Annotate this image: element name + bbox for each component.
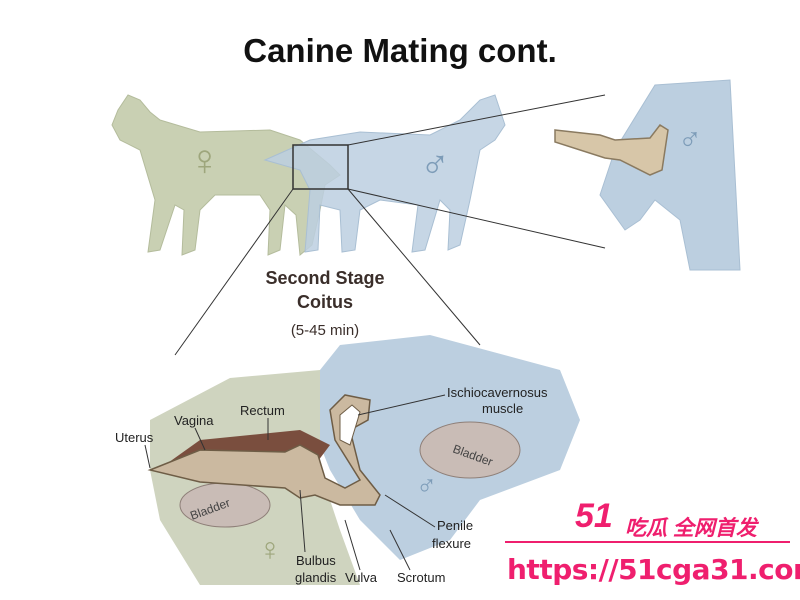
callout-line [347,94,606,146]
male-symbol: ♂ [678,121,702,157]
stage-duration: (5-45 min) [290,322,360,339]
callout-line [347,188,606,249]
female-dog [111,94,341,256]
penis-organ [147,394,381,506]
watermark-slogan: 吃瓜 全网首发 [625,517,757,540]
watermark-logo: 51 [575,497,613,535]
male-symbol: ♂ [420,143,450,187]
stage-title: Second Stage [265,268,385,288]
label-penile: flexure [432,536,471,551]
page-title: Canine Mating cont. [243,32,557,69]
male-dog [263,94,506,253]
male-symbol: ♂ [416,470,437,501]
callout-line [174,188,294,356]
stage-subtitle: Coitus [297,292,353,312]
leader-lines [144,394,446,571]
watermark-url: https://51cga31.com [507,553,800,586]
label-ischio: Ischiocavernosus [447,385,548,400]
label-rectum: Rectum [240,403,285,418]
female-symbol: ♀ [258,531,282,567]
label-bulbus: glandis [295,570,337,585]
callout-line [347,188,481,346]
female-symbol: ♀ [188,136,221,185]
label-vagina: Vagina [174,413,214,428]
inset-penis [554,124,669,176]
label-ischio: muscle [482,401,523,416]
zoom-box [292,144,349,190]
ischiocavernosus-muscle [339,404,361,446]
label-bulbus: Bulbus [296,553,336,568]
label-scrotum: Scrotum [397,570,445,585]
label-vulva: Vulva [345,570,378,585]
inset-male-hindquarter [599,79,741,271]
male-bladder [419,421,521,479]
label-penile: Penile [437,518,473,533]
label-uterus: Uterus [115,430,154,445]
